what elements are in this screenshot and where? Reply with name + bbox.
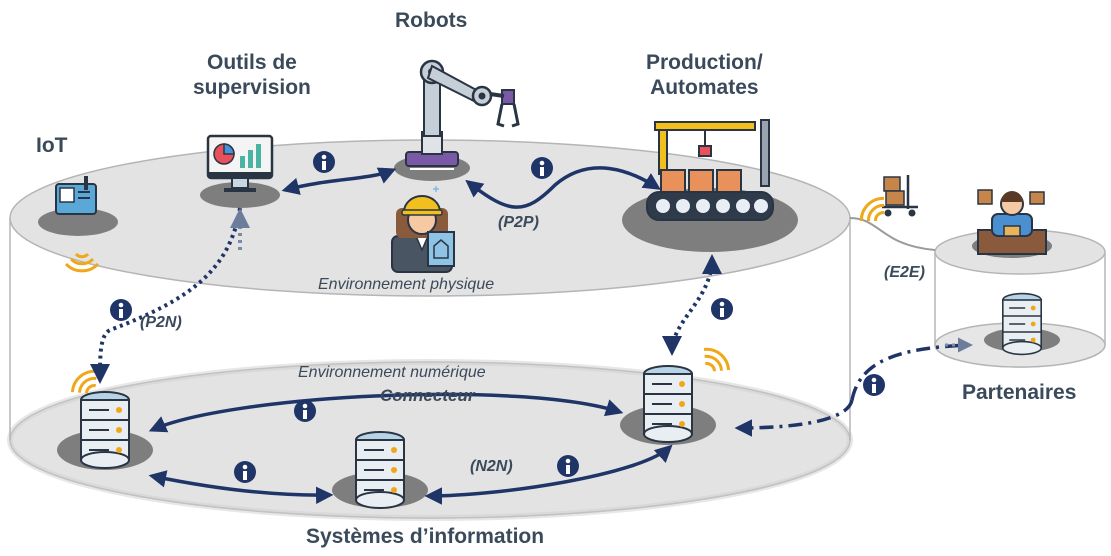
production-machine-icon: [646, 119, 774, 221]
info-icon[interactable]: [711, 298, 733, 320]
production-label: Production/ Automates: [646, 50, 763, 100]
outils-label-line2: supervision: [193, 76, 311, 99]
info-icon[interactable]: [294, 400, 316, 422]
info-icon[interactable]: [557, 455, 579, 477]
partner-person-icon: [977, 189, 1047, 255]
supervision-monitor-icon: [206, 134, 274, 192]
robots-label: Robots: [395, 9, 468, 32]
systemes-label: Systèmes d’information: [306, 525, 545, 548]
info-icon[interactable]: [531, 157, 553, 179]
p2n-label: (P2N): [140, 314, 182, 331]
env-numerique-label: Environnement numérique: [298, 364, 486, 381]
partenaires-label: Partenaires: [962, 381, 1077, 404]
outils-label: Outils de supervision: [193, 50, 311, 100]
connecteur-label: Connecteur: [380, 386, 475, 405]
server-left-icon: [80, 391, 130, 469]
robot-arm-icon: [405, 59, 520, 170]
server-center-icon: [355, 431, 405, 509]
e2e-label: (E2E): [884, 264, 925, 281]
worker-icon: [391, 186, 455, 273]
iot-label: IoT: [36, 134, 68, 157]
n2n-label: (N2N): [470, 458, 513, 475]
connection-arrows: [90, 166, 973, 505]
production-label-line1: Production/: [646, 51, 763, 74]
server-partner-icon: [1001, 292, 1042, 356]
outils-label-line1: Outils de: [207, 51, 297, 74]
iot-device-icon: [55, 176, 100, 273]
info-icon[interactable]: [234, 461, 256, 483]
env-physique-label: Environnement physique: [318, 276, 495, 293]
server-right-wifi-icon: [696, 342, 735, 380]
server-right-icon: [643, 365, 693, 443]
info-icon[interactable]: [313, 151, 335, 173]
e2e-bridge: [849, 217, 936, 251]
delivery-trolley-icon: [854, 175, 918, 230]
p2p-label: (P2P): [498, 214, 539, 231]
production-label-line2: Automates: [650, 76, 759, 99]
info-icon[interactable]: [863, 374, 885, 396]
info-icon[interactable]: [110, 299, 132, 321]
